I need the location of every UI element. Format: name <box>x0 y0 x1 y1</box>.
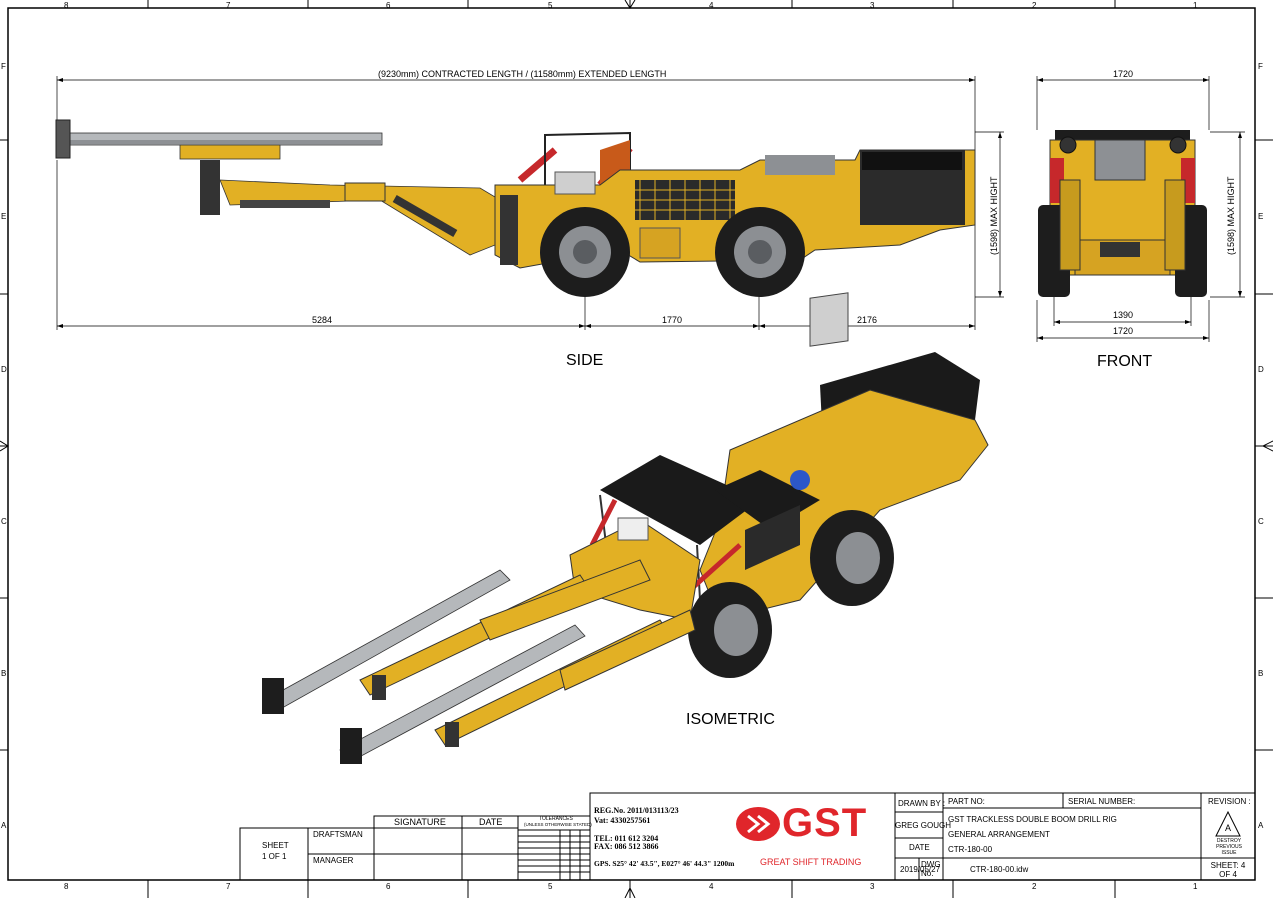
row-label: B <box>1258 669 1264 678</box>
fax: FAX: 086 512 3866 <box>594 842 659 851</box>
gps-location: GPS. S25° 42' 43.5", E027° 46' 44.3" 120… <box>594 859 735 868</box>
signature-header: SIGNATURE <box>394 817 446 827</box>
row-label: D <box>1258 365 1264 374</box>
row-label: A <box>1 821 7 830</box>
drawn-by-value: GREG GOUGH <box>895 821 952 830</box>
col-label: 3 <box>870 1 875 10</box>
dwg-number: CTR-180-00.idw <box>970 865 1029 874</box>
col-label: 1 <box>1193 882 1198 891</box>
manager-label: MANAGER <box>313 856 354 865</box>
company-name: GREAT SHIFT TRADING <box>760 857 862 867</box>
front-width-top-dimension: 1720 <box>1113 69 1134 79</box>
reg-number: REG.No. 2011/013113/23 <box>594 806 679 815</box>
col-label: 2 <box>1032 1 1037 10</box>
row-label: B <box>1 669 7 678</box>
isometric-view-label: ISOMETRIC <box>686 711 775 728</box>
date-header: DATE <box>479 817 503 827</box>
row-label: E <box>1 212 7 221</box>
col-label: 6 <box>386 882 391 891</box>
front-track-dimension: 1390 <box>1113 310 1134 320</box>
col-label: 5 <box>548 882 553 891</box>
front-view-label: FRONT <box>1097 353 1153 370</box>
col-label: 7 <box>226 882 231 891</box>
telephone: TEL: 011 612 3204 <box>594 834 659 843</box>
overall-length-dimension: (9230mm) CONTRACTED LENGTH / (11580mm) E… <box>378 69 667 79</box>
col-label: 4 <box>709 1 714 10</box>
tolerances-title: TOLERANCES <box>539 816 573 822</box>
dimension-2176: 2176 <box>857 315 878 325</box>
dimension-5284: 5284 <box>312 315 333 325</box>
front-width-bottom-dimension: 1720 <box>1113 326 1134 336</box>
side-view-label: SIDE <box>566 352 604 369</box>
drawing-subtitle: GENERAL ARRANGEMENT <box>948 830 1050 839</box>
row-label: D <box>1 365 7 374</box>
date-value: 2019/05/27 <box>900 865 941 874</box>
row-label: F <box>1258 62 1263 71</box>
col-label: 8 <box>64 1 69 10</box>
serial-number-label: SERIAL NUMBER: <box>1068 797 1136 806</box>
revision-label: REVISION : <box>1208 797 1251 806</box>
col-label: 1 <box>1193 1 1198 10</box>
row-label: C <box>1258 517 1264 526</box>
col-label: 4 <box>709 882 714 891</box>
col-label: 3 <box>870 882 875 891</box>
revision-value: A <box>1225 823 1232 833</box>
col-label: 6 <box>386 1 391 10</box>
dwg-number-label: DWG No. <box>921 860 941 878</box>
row-label: F <box>1 62 6 71</box>
tolerances-subtitle: (UNLESS OTHERWISE STATED) <box>524 822 592 827</box>
destroy-previous-note: DESTROY PREVIOUS ISSUE <box>1216 838 1242 856</box>
vat-number: Vat: 4330257561 <box>594 816 651 825</box>
sheet-of-sheets: SHEET: 4 OF 4 <box>1210 861 1246 879</box>
col-label: 2 <box>1032 882 1037 891</box>
sheet-value: 1 OF 1 <box>262 852 287 861</box>
col-label: 8 <box>64 882 69 891</box>
drawing-title: GST TRACKLESS DOUBLE BOOM DRILL RIG <box>948 815 1117 824</box>
dimension-1770: 1770 <box>662 315 683 325</box>
col-label: 5 <box>548 1 553 10</box>
drawing-code: CTR-180-00 <box>948 845 993 854</box>
row-label: E <box>1258 212 1264 221</box>
draftsman-label: DRAFTSMAN <box>313 830 363 839</box>
part-no-label: PART NO: <box>948 797 985 806</box>
col-label: 7 <box>226 1 231 10</box>
sheet-label: SHEET <box>262 841 289 850</box>
row-label: A <box>1258 821 1264 830</box>
drawn-by-label: DRAWN BY : <box>898 799 946 808</box>
date-label: DATE <box>909 843 930 852</box>
gst-logo: GST <box>782 801 868 845</box>
row-label: C <box>1 517 7 526</box>
